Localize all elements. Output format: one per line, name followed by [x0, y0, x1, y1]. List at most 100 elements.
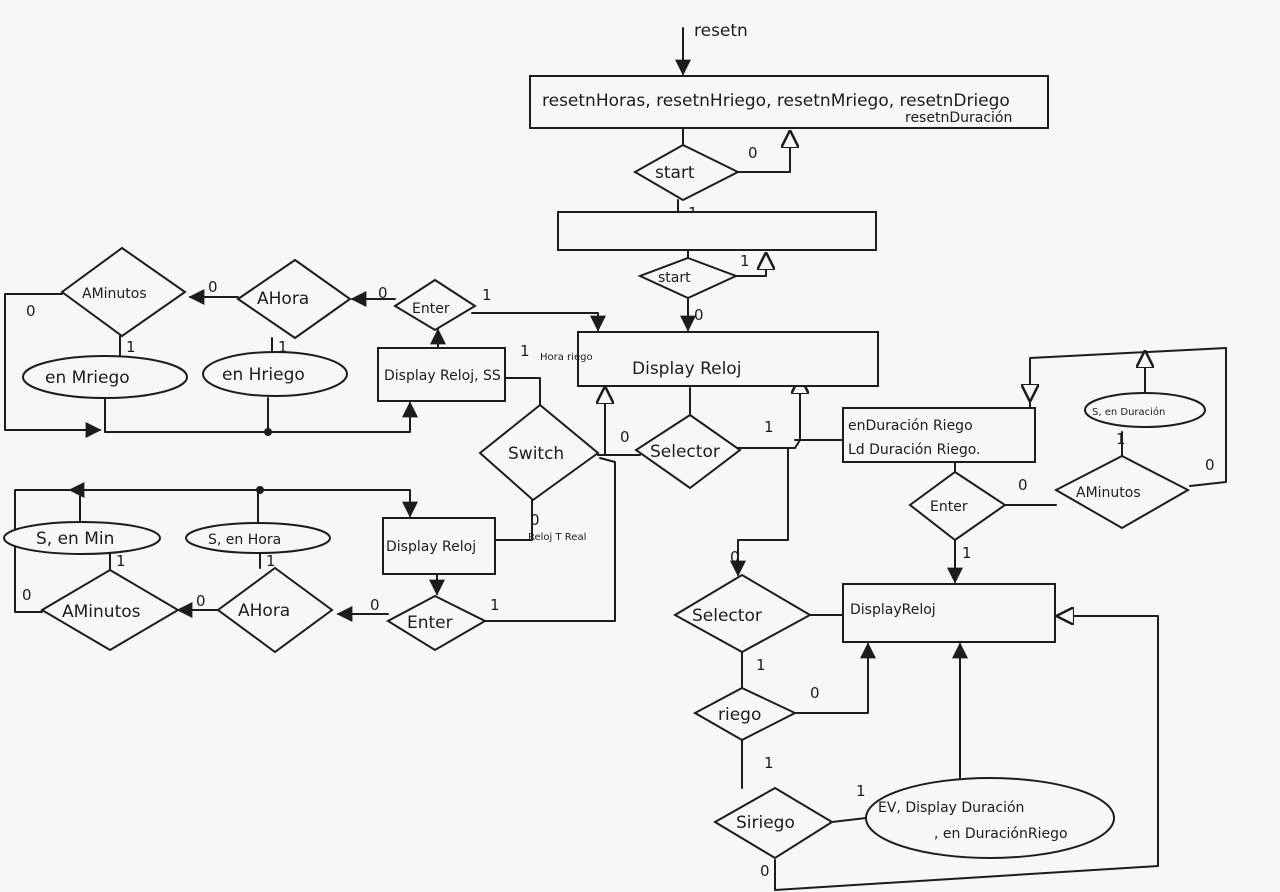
- en-duracion-line2: Ld Duración Riego.: [848, 442, 981, 458]
- cond-start2-no: 0: [694, 306, 704, 324]
- oval-en-mriego: [22, 355, 188, 399]
- cond-switch-yes: 1: [520, 342, 530, 360]
- decision-selector-top-label: Selector: [650, 442, 720, 462]
- cond-enter-mid-yes: 1: [490, 596, 500, 614]
- line-switch-no: [494, 497, 533, 541]
- cond-switch-no: 0: [530, 511, 540, 529]
- oval-s-en-min: [3, 521, 161, 555]
- decision-switch-label: Switch: [508, 444, 564, 464]
- decision-riego-label: riego: [718, 705, 761, 725]
- decision-aminutos-top-label: AMinutos: [82, 286, 147, 302]
- display-reloj-main-label: Display Reloj: [632, 359, 741, 379]
- arrow-aminutos-top-loop: [4, 293, 102, 438]
- decision-riego: [692, 686, 798, 742]
- decision-switch: [478, 403, 600, 502]
- cond-enter-right-no: 0: [1018, 476, 1028, 494]
- oval-s-en-duracion-label: S, en Duración: [1092, 406, 1165, 418]
- decision-enter-top: [393, 278, 477, 332]
- display-reloj-mid-label: Display Reloj: [386, 539, 476, 555]
- oval-s-en-hora-label: S, en Hora: [208, 532, 281, 548]
- oval-ev-display-duracion: [865, 777, 1115, 859]
- oval-en-hriego: [202, 351, 348, 397]
- decision-selector-bottom-label: Selector: [692, 606, 762, 626]
- cond-siriego-yes: 1: [856, 782, 866, 800]
- arrow-start2-loop: [735, 254, 766, 277]
- decision-start-2: [637, 256, 739, 300]
- cond-ahora-top-no: 0: [208, 278, 218, 296]
- decision-start-2-label: start: [658, 270, 691, 286]
- arrow-enter-top-yes: [471, 312, 606, 332]
- arrow-bottom-bus-to-ss: [104, 401, 418, 433]
- decision-start-1: [632, 143, 741, 202]
- cond-aminutos-right-yes: 1: [1116, 430, 1126, 448]
- decision-start-1-label: start: [655, 163, 695, 183]
- arrow-selector-top-yes: [735, 378, 800, 449]
- connectors: [4, 27, 1227, 891]
- cond-ahora-bottom-no: 0: [196, 592, 206, 610]
- arrow-start1-loop: [737, 132, 790, 173]
- cond-aminutos-bottom-yes: 1: [116, 552, 126, 570]
- cond-riego-no: 0: [810, 684, 820, 702]
- oval-ev-line1: EV, Display Duración: [878, 800, 1024, 816]
- decision-aminutos-bottom: [40, 568, 180, 652]
- junction-dot-mid: [256, 486, 264, 494]
- cond-siriego-no: 0: [760, 862, 770, 880]
- oval-s-en-hora: [185, 522, 331, 554]
- oval-en-hriego-label: en Hriego: [222, 365, 305, 385]
- reset-box: [529, 75, 1049, 129]
- cond-aminutos-bottom-no: 0: [22, 586, 32, 604]
- decision-enter-mid: [385, 594, 488, 652]
- cond-selector-top-yes: 1: [764, 418, 774, 436]
- side-label-hora-riego: Hora riego: [540, 352, 593, 363]
- decision-aminutos-top: [60, 246, 187, 338]
- cond-enter-top-no: 0: [378, 284, 388, 302]
- empty-state-box: [557, 211, 877, 251]
- cond-selector-top-no: 0: [620, 428, 630, 446]
- cond-aminutos-right-no: 0: [1205, 456, 1215, 474]
- display-reloj-ss-label: Display Reloj, SS: [384, 368, 501, 384]
- arrow-switch-yes: [598, 388, 605, 456]
- decision-ahora-top-label: AHora: [257, 289, 309, 309]
- decision-ahora-bottom: [216, 566, 334, 654]
- decision-ahora-bottom-label: AHora: [238, 601, 290, 621]
- reset-box-line2: resetnDuración: [905, 110, 1012, 126]
- cond-enter-top-yes: 1: [482, 286, 492, 304]
- decision-selector-top: [634, 413, 742, 490]
- decision-aminutos-right-label: AMinutos: [1076, 485, 1141, 501]
- decision-aminutos-right: [1053, 454, 1191, 530]
- line-right-loop: [1029, 347, 1227, 487]
- cond-selector-bottom-no: 0: [730, 548, 740, 566]
- cond-aminutos-top-no: 0: [26, 302, 36, 320]
- reset-box-line1: resetnHoras, resetnHriego, resetnMriego,…: [542, 91, 1010, 111]
- resetn-label: resetn: [694, 21, 748, 41]
- display-reloj-main-box: [577, 331, 879, 387]
- en-duracion-line1: enDuración Riego: [848, 418, 973, 434]
- decision-enter-mid-label: Enter: [407, 613, 453, 633]
- cond-selector-bottom-yes: 1: [756, 656, 766, 674]
- cond-ahora-top-yes: 1: [278, 338, 288, 356]
- decision-enter-right: [908, 470, 1007, 542]
- oval-s-en-min-label: S, en Min: [36, 529, 114, 549]
- cond-enter-right-yes: 1: [962, 544, 972, 562]
- arrow-siriego-no: [774, 616, 1159, 891]
- line-enter-mid-yes: [484, 457, 616, 622]
- decision-enter-top-label: Enter: [412, 301, 450, 317]
- cond-start2-yes: 1: [740, 252, 750, 270]
- oval-ev-line2: , en DuraciónRiego: [934, 826, 1068, 842]
- arrow-riego-no: [794, 642, 876, 714]
- line-aminutos-bottom-loop: [14, 489, 99, 613]
- oval-en-mriego-label: en Mriego: [45, 368, 130, 388]
- decision-siriego-label: Siriego: [736, 813, 795, 833]
- line-ss-to-switch: [504, 377, 541, 409]
- decision-selector-bottom: [672, 573, 813, 654]
- shapes: resetn resetnHoras, resetnHriego, resetn…: [3, 21, 1215, 880]
- line-siriego-yes: [831, 817, 867, 823]
- display-reloj-right-label: DisplayReloj: [850, 602, 936, 618]
- cond-start1-no: 0: [748, 144, 758, 162]
- junction-dot-top: [264, 428, 272, 436]
- en-duracion-box: [842, 407, 1036, 463]
- cond-aminutos-top-yes: 1: [126, 338, 136, 356]
- display-reloj-right-box: [842, 583, 1056, 643]
- decision-enter-right-label: Enter: [930, 499, 968, 515]
- decision-ahora-top: [236, 258, 352, 340]
